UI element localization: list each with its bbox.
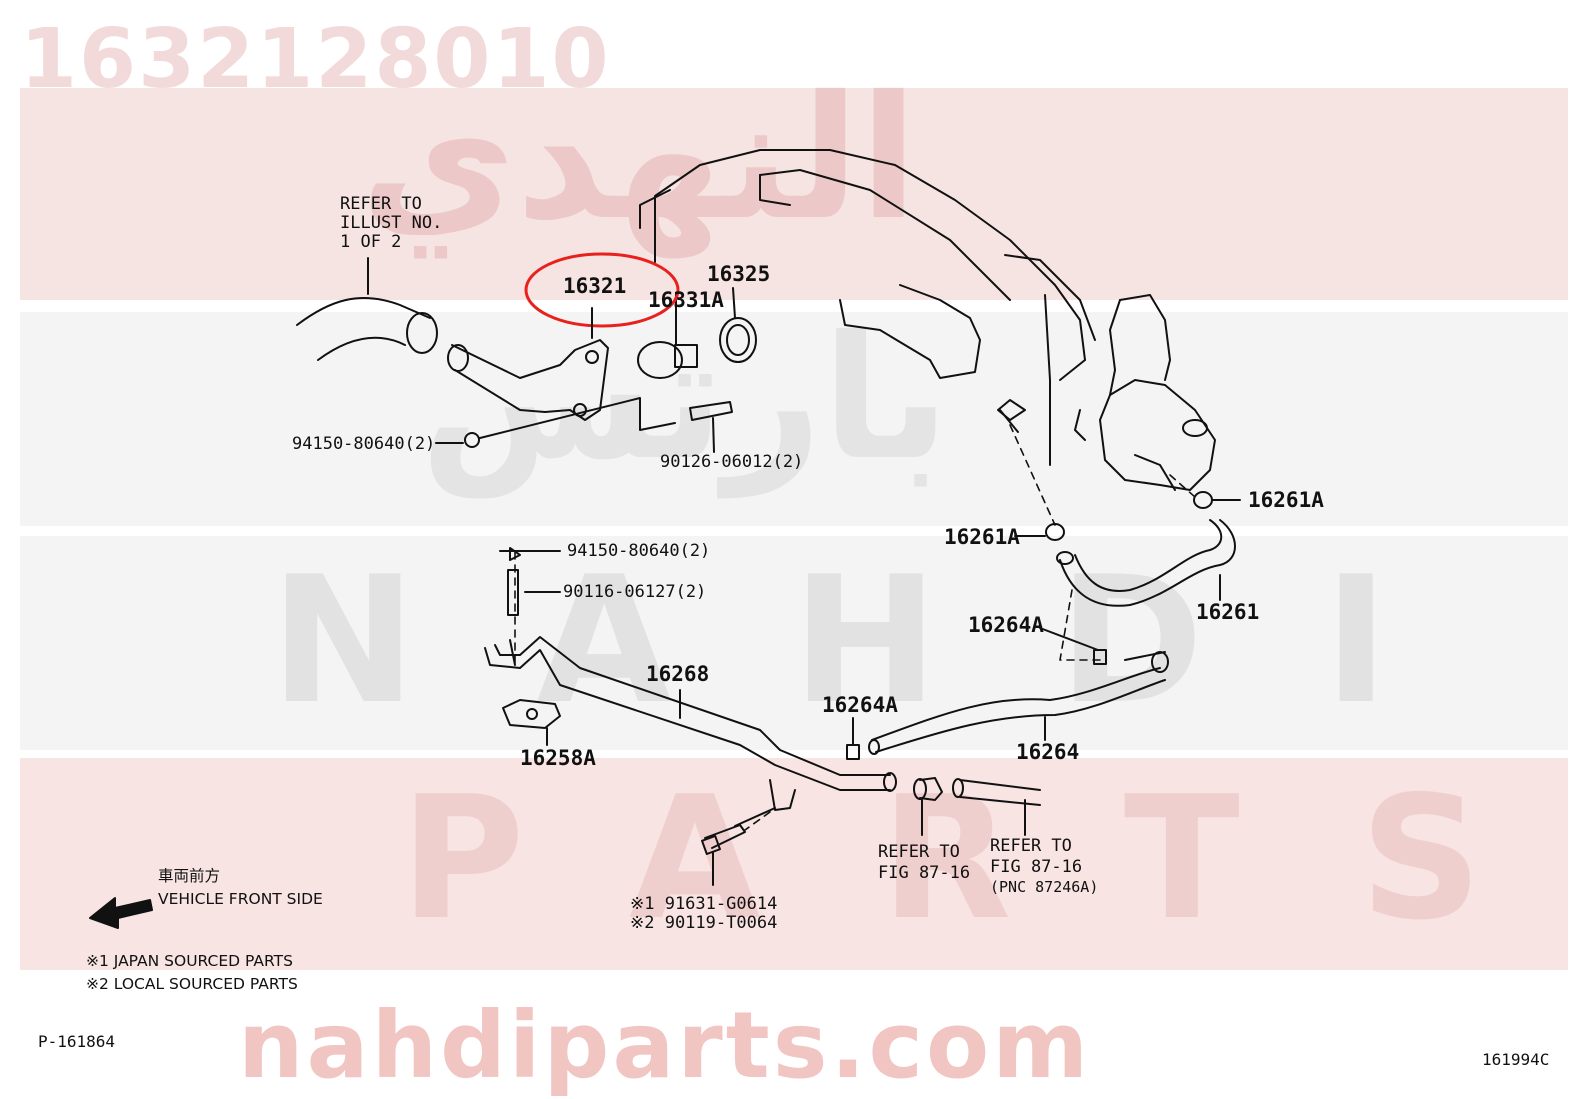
gasket-16258A (502, 699, 561, 746)
part-label-16321: 16321 (563, 274, 627, 298)
part-label-16331A: 16331A (648, 288, 724, 312)
watermark-url: nahdiparts.com (238, 992, 1092, 1099)
refer-fig-b-1: REFER TO (990, 836, 1072, 856)
note-local-sourced: ※2 LOCAL SOURCED PARTS (86, 975, 298, 993)
part-label-94150-top: 94150-80640(2) (292, 434, 436, 454)
bypass-pipe (484, 547, 897, 811)
part-label-16264A-top: 16264A (968, 613, 1044, 637)
clamp-16264A (846, 627, 1107, 760)
part-label-91631: ※1 91631-G0614 (630, 894, 778, 914)
refer-fig-a-1: REFER TO (878, 842, 960, 862)
watermark-arabic-2: بارتس (420, 300, 950, 498)
hose-16261 (1056, 519, 1236, 607)
part-label-16261: 16261 (1196, 600, 1260, 624)
throttle-body (1074, 294, 1216, 491)
refer-fig-b-2: FIG 87-16 (990, 857, 1083, 877)
part-label-16264: 16264 (1016, 740, 1080, 764)
watermark-band-mid (20, 312, 1568, 526)
footer-right-code: 161994C (1482, 1050, 1550, 1069)
footer-left-code: P-161864 (38, 1032, 116, 1051)
note-japan-sourced: ※1 JAPAN SOURCED PARTS (86, 952, 293, 970)
clamp-16261A (997, 399, 1241, 541)
watermark-brand: NAHDI (270, 540, 1509, 743)
watermark-part-number: 1632128010 (20, 12, 611, 107)
refer-fig-b-3: (PNC 87246A) (990, 878, 1099, 896)
watermark-band-top (20, 88, 1568, 300)
upper-hose (296, 257, 438, 361)
part-label-16264A-mid: 16264A (822, 693, 898, 717)
refer-illust-2: ILLUST NO. (340, 213, 443, 233)
engine-head-outline (639, 149, 1096, 466)
thermostat (637, 294, 698, 379)
front-label-en: VEHICLE FRONT SIDE (158, 890, 323, 908)
hose-16264 (868, 651, 1169, 755)
watermark-arabic-1: النهدي (360, 60, 918, 258)
part-label-16261A-left: 16261A (944, 525, 1020, 549)
nut-stud-top (435, 397, 733, 453)
gasket (719, 287, 757, 363)
part-label-90119: ※2 90119-T0064 (630, 913, 778, 933)
part-label-90126: 90126-06012(2) (660, 452, 804, 472)
heater-hoses (913, 777, 1041, 836)
refer-illust-1: REFER TO (340, 194, 422, 214)
refer-illust-3: 1 OF 2 (340, 232, 402, 252)
part-label-16325: 16325 (707, 262, 771, 286)
part-label-16258A: 16258A (520, 746, 596, 770)
refer-fig-a-2: FIG 87-16 (878, 863, 971, 883)
water-inlet-housing (447, 339, 609, 421)
dashed-leaders (514, 424, 1196, 831)
part-label-16261A-right: 16261A (1248, 488, 1324, 512)
bolt-bottom (701, 807, 776, 886)
front-label-jp: 車両前方 (158, 867, 221, 885)
part-label-90116: 90116-06127(2) (563, 582, 707, 602)
watermark-band-mid2 (20, 536, 1568, 750)
part-label-16268: 16268 (646, 662, 710, 686)
part-label-94150-left: 94150-80640(2) (567, 541, 711, 561)
front-arrow (89, 897, 153, 929)
highlight-circle (524, 252, 680, 328)
